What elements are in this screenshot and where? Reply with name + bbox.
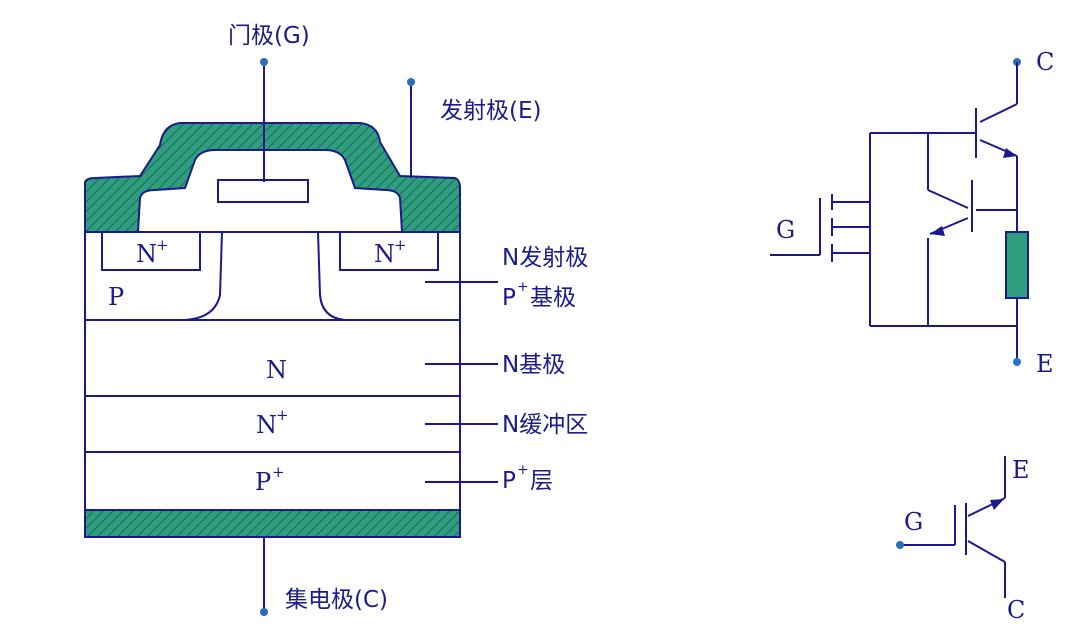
resistor (1005, 231, 1029, 299)
emitter-terminal-label: 发射极(E) (440, 98, 541, 124)
symbol-e-label: E (1012, 456, 1030, 484)
callout-p-base-sup: + (517, 279, 529, 295)
equivalent-circuit (770, 58, 1029, 366)
callout-p-base-suffix: 基极 (530, 285, 576, 311)
callout-n-buffer: N缓冲区 (502, 412, 588, 438)
region-n-plus-left-sup: + (156, 236, 169, 254)
circuit-c-label: C (1036, 48, 1054, 76)
igbt-symbol (900, 456, 1006, 598)
symbol-c-label: C (1007, 596, 1025, 624)
callout-n-base: N基极 (502, 352, 565, 378)
circuit-e-label: E (1036, 350, 1054, 378)
n-plus-left (101, 231, 201, 271)
region-p-plus-sup: + (272, 463, 285, 481)
callout-n-emitter: N发射极 (502, 245, 588, 271)
pnp-emitter-arrow (1003, 148, 1017, 158)
region-p-plus-label: P (255, 468, 271, 496)
region-n-plus-right-sup: + (394, 236, 407, 254)
collector-terminal-dot (260, 608, 268, 616)
circuit-g-label: G (776, 216, 795, 244)
p-well-right (317, 231, 460, 321)
callout-p-base-prefix: P (502, 285, 516, 311)
emitter-terminal-dot (407, 78, 415, 86)
p-well-left (85, 231, 223, 321)
gate-terminal-label: 门极(G) (228, 23, 310, 49)
cross-section: 门极(G) 发射极(E) 集电极(C) N + N + P N N + P + … (84, 23, 588, 616)
region-n-plus-left-label: N (136, 240, 157, 268)
circuit-e-dot (1013, 358, 1021, 366)
npn-emitter-arrow (930, 226, 945, 236)
symbol-g-label: G (904, 508, 923, 536)
region-p-label: P (108, 283, 124, 311)
region-n-label: N (266, 356, 287, 384)
npn-collector-in (927, 189, 969, 209)
gate-poly (217, 179, 309, 203)
collector-terminal-label: 集电极(C) (285, 587, 388, 613)
symbol-arrow (990, 499, 1004, 510)
pnp-collector-to-c (979, 103, 1018, 123)
symbol-g-dot (896, 541, 904, 549)
collector-metal (84, 509, 461, 538)
callout-p-layer-prefix: P (502, 468, 516, 494)
region-n-plus-right-label: N (374, 240, 395, 268)
symbol-c-diag (967, 540, 1006, 563)
n-plus-right (339, 231, 439, 271)
callout-p-layer-sup: + (517, 462, 529, 478)
region-n-buffer-sup: + (276, 406, 289, 424)
region-n-buffer-label: N (256, 411, 277, 439)
silicon-body (84, 231, 461, 538)
gate-terminal-dot (260, 58, 268, 66)
callout-p-layer-suffix: 层 (530, 468, 553, 494)
